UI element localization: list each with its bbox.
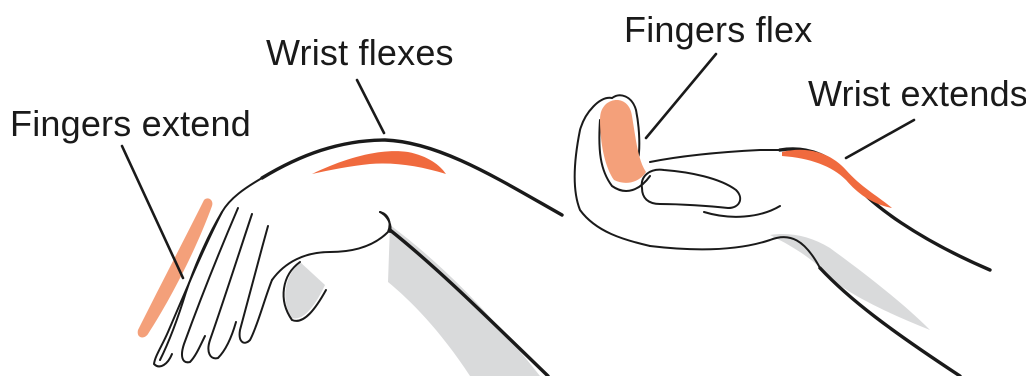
- wrist-flexes-leader: [357, 80, 384, 133]
- fingers-extend-label: Fingers extend: [10, 106, 251, 142]
- right-hand-extended-wrist: [575, 95, 990, 376]
- left-hand-flexed-wrist: [138, 140, 562, 376]
- fingers-flex-label: Fingers flex: [624, 12, 812, 48]
- wrist-flexes-label: Wrist flexes: [266, 35, 454, 71]
- wrist-flexor-highlight: [312, 151, 446, 174]
- fingers-flex-leader: [646, 54, 716, 138]
- wrist-extensor-highlight: [782, 150, 892, 208]
- wrist-extends-label: Wrist extends: [808, 76, 1026, 112]
- left-palm: [272, 212, 390, 280]
- left-forearm-top-edge: [262, 140, 562, 215]
- left-finger-4: [240, 226, 272, 343]
- right-palm-shadow: [770, 234, 930, 330]
- wrist-extends-leader: [846, 120, 914, 158]
- right-thumb: [642, 170, 740, 208]
- right-palm: [650, 150, 780, 162]
- left-finger-3: [208, 214, 252, 358]
- fingers-extend-leader: [122, 146, 183, 278]
